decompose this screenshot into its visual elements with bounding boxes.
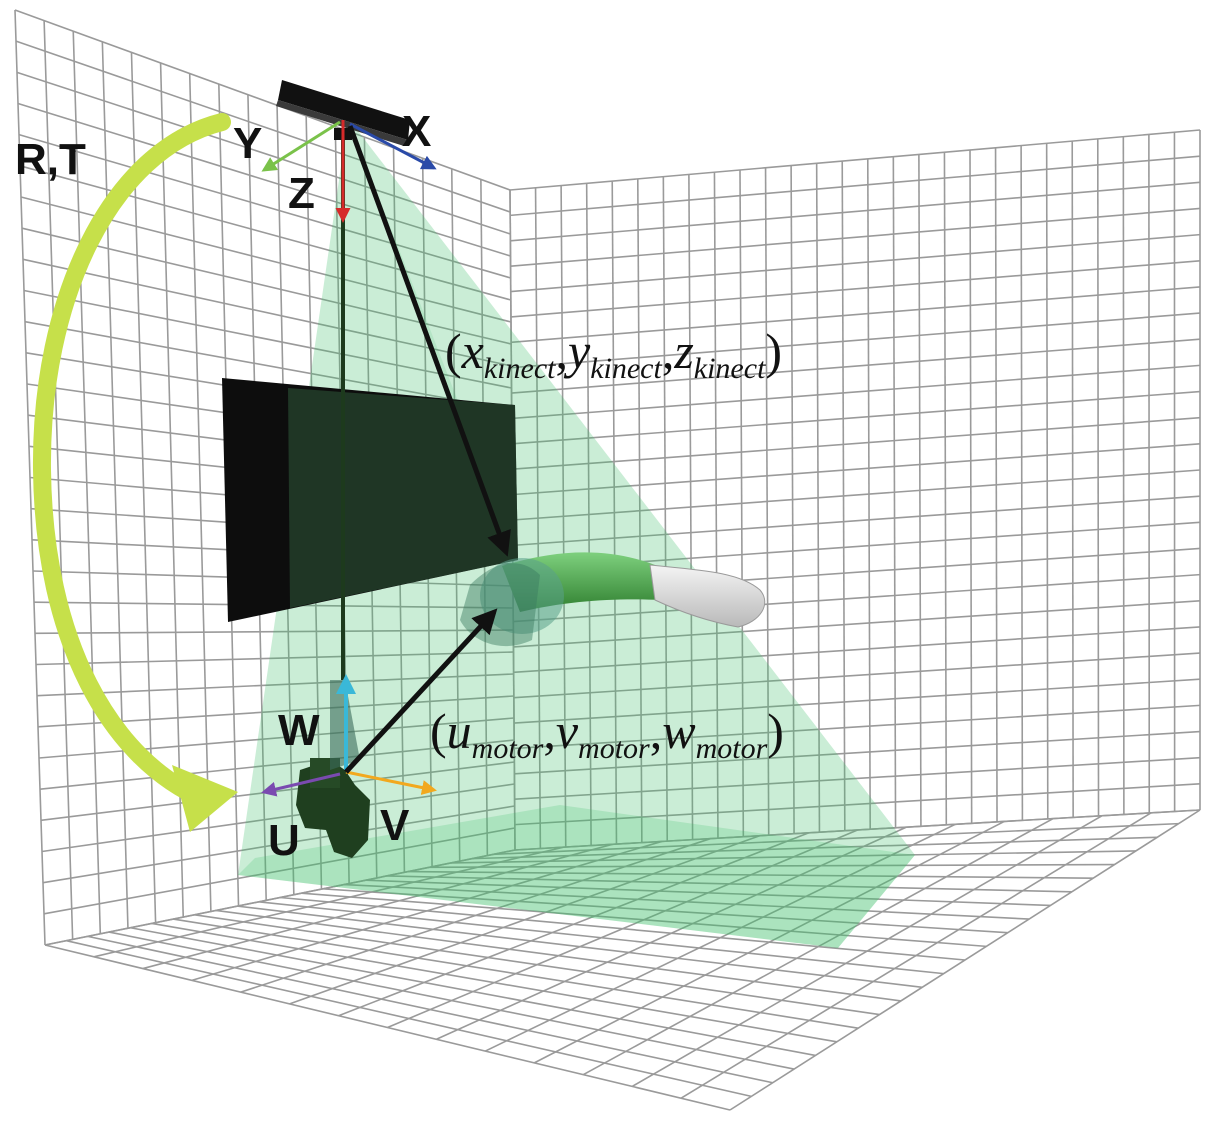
kinect-y-axis-arrow	[261, 120, 341, 172]
motor-point-v: v	[556, 703, 579, 759]
kinect-point-y: y	[563, 323, 591, 379]
grid-line	[436, 826, 907, 1041]
grid-line	[44, 849, 516, 946]
display-board	[222, 378, 518, 622]
grid-line	[512, 443, 1201, 496]
motor-point-v-subscript: motor	[578, 732, 650, 765]
motor-point-sep-1: ,	[543, 703, 556, 759]
motor-v-axis-label: V	[380, 801, 410, 850]
kinect-y-axis-label: Y	[233, 119, 262, 168]
grid-line	[513, 573, 1201, 623]
motor-point-u: u	[447, 703, 472, 759]
motor-v-axis-arrow	[345, 770, 437, 795]
grid-line	[680, 812, 1152, 1099]
kinect-point-sep-2: ,	[662, 323, 675, 379]
grid-line	[34, 629, 514, 635]
grid-line	[191, 840, 663, 982]
grid-line	[514, 756, 1201, 801]
kinect-point-z: z	[673, 323, 693, 379]
grid-line	[511, 364, 1201, 420]
kinect-point-z-subscript: kinect	[694, 352, 766, 385]
grid-line	[24, 320, 512, 411]
grid-line	[513, 626, 1201, 674]
grid-line	[512, 495, 1201, 547]
motor-point-coordinates: (umotor,vmotor,wmotor)	[430, 703, 784, 765]
floor-grid	[44, 809, 1201, 1111]
grid-line	[40, 761, 515, 822]
motor-point-sep-2: ,	[650, 703, 663, 759]
motor-point-u-subscript: motor	[472, 732, 544, 765]
grid-line	[514, 704, 1201, 750]
grid-line	[511, 286, 1201, 344]
transform-label: R,T	[15, 135, 86, 184]
grid-line	[631, 815, 1103, 1088]
kinect-point-sep-1: ,	[555, 323, 568, 379]
grid-line	[511, 338, 1201, 394]
grid-line	[17, 102, 511, 257]
hand	[649, 564, 766, 628]
grid-line	[511, 312, 1201, 369]
grid-line	[509, 129, 1201, 191]
kinect-point-x-subscript: kinect	[484, 352, 556, 385]
grid-line	[514, 730, 1201, 775]
grid-line	[485, 823, 956, 1052]
grid-line	[533, 820, 1005, 1064]
grid-line	[582, 817, 1054, 1076]
grid-line	[338, 832, 809, 1017]
grid-line	[512, 416, 1201, 471]
kinect-position-vector	[347, 125, 511, 557]
grid-line	[39, 739, 515, 790]
kinect-x-axis-label: X	[402, 107, 431, 156]
grid-line	[513, 652, 1201, 699]
kinect-point-close-paren: )	[765, 323, 782, 379]
kinect-point-x: x	[461, 323, 484, 379]
grid-line	[510, 181, 1201, 242]
motor-u-axis-arrow	[261, 772, 341, 797]
grid-line	[513, 599, 1201, 648]
grid-line	[514, 783, 1201, 826]
grid-line	[510, 155, 1201, 217]
grid-line	[38, 717, 515, 759]
grid-line	[511, 390, 1201, 445]
motor-point-open-paren: (	[430, 703, 447, 759]
grid-line	[35, 651, 514, 666]
kinect-z-axis-label: Z	[288, 169, 315, 218]
grid-line	[510, 233, 1201, 293]
motor-point-close-paren: )	[767, 703, 784, 759]
grid-line	[42, 805, 515, 884]
grid-line	[93, 846, 565, 958]
rotation-translation-arrow	[32, 113, 238, 832]
grid-line	[15, 40, 511, 213]
motor-u-axis-label: U	[268, 816, 300, 865]
motor-position-vector	[344, 608, 498, 774]
grid-line	[387, 829, 858, 1029]
grid-line	[23, 289, 512, 389]
grid-line	[19, 165, 512, 301]
grid-line	[18, 133, 511, 279]
kinect-point-y-subscript: kinect	[590, 352, 662, 385]
motor-point-w-subscript: motor	[696, 732, 768, 765]
kinect-x-axis-arrow	[349, 122, 437, 170]
motor-point-w: w	[662, 703, 695, 759]
grid-line	[14, 9, 511, 191]
grid-line	[729, 809, 1201, 1111]
arm	[460, 552, 662, 647]
kinect-point-coordinates: (xkinect,ykinect,zkinect)	[445, 323, 782, 385]
grid-line	[41, 783, 515, 853]
kinect-point-open-paren: (	[445, 323, 462, 379]
grid-line	[289, 834, 760, 1005]
grid-line	[512, 469, 1201, 521]
grid-line	[16, 71, 511, 235]
grid-line	[142, 843, 614, 970]
grid-line	[513, 678, 1201, 724]
grid-line	[510, 207, 1201, 267]
motor-w-axis-label: W	[278, 706, 320, 755]
grid-line	[21, 227, 512, 345]
grid-line	[510, 259, 1201, 318]
grid-line	[43, 827, 515, 915]
grid-line	[240, 837, 711, 993]
